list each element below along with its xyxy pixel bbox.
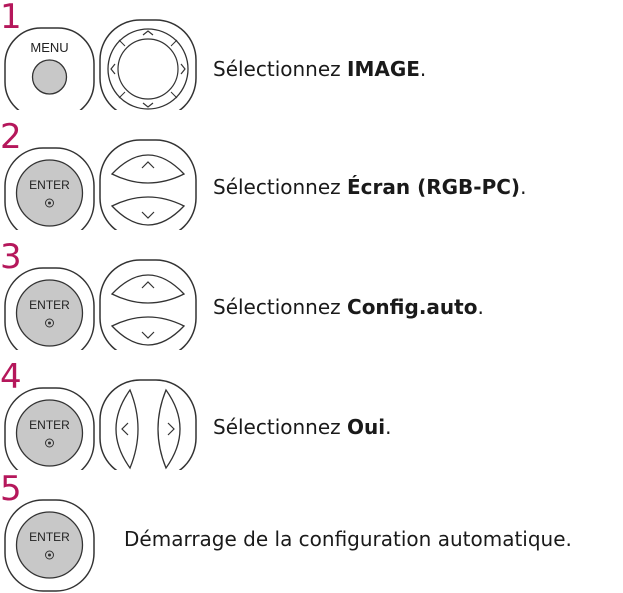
left-arrow-icon [121, 422, 129, 436]
step-3-remote-buttons: ENTER [4, 259, 197, 350]
step-2-remote-buttons: ENTER [4, 139, 197, 230]
up-arrow-icon [142, 30, 154, 36]
enter-dot-icon [45, 438, 54, 448]
enter-button[interactable]: ENTER [4, 387, 95, 470]
menu-item-name: Oui [347, 415, 386, 439]
instruction-prefix: Démarrage de la configuration automatiqu… [124, 527, 572, 551]
menu-button[interactable]: MENU [4, 27, 95, 110]
enter-button-label: ENTER [29, 418, 70, 432]
step-1-remote-buttons: MENU [4, 19, 197, 110]
step-2-instruction: Sélectionnez Écran (RGB-PC). [213, 175, 526, 199]
enter-button[interactable]: ENTER [4, 499, 95, 592]
enter-button[interactable]: ENTER [4, 147, 95, 230]
enter-button[interactable]: ENTER [4, 267, 95, 350]
instruction-suffix: . [520, 175, 527, 199]
step-5-remote-buttons: ENTER [4, 499, 95, 592]
step-number: 1 [0, 0, 22, 37]
four-way-nav-pad[interactable] [99, 19, 197, 110]
instruction-prefix: Sélectionnez [213, 295, 348, 319]
step-3-instruction: Sélectionnez Config.auto. [213, 295, 484, 319]
up-down-nav-pad[interactable] [99, 139, 197, 230]
down-arrow-icon [142, 102, 154, 108]
left-arrow-icon [110, 63, 116, 75]
step-1: MENU 1 Sélectionnez IMAGE. [0, 0, 623, 110]
menu-item-name: Config.auto [347, 295, 478, 319]
enter-dot-icon [45, 318, 54, 328]
instruction-prefix: Sélectionnez [213, 415, 348, 439]
menu-item-name: Écran (RGB-PC) [347, 175, 521, 199]
step-5: ENTER 5 Démarrage de la configuration au… [0, 469, 623, 592]
instruction-suffix: . [477, 295, 484, 319]
step-4: ENTER 4 Sélectionnez Oui. [0, 360, 623, 470]
step-4-instruction: Sélectionnez Oui. [213, 415, 391, 439]
menu-button-label: MENU [30, 40, 68, 55]
instruction-prefix: Sélectionnez [213, 175, 348, 199]
step-number: 2 [0, 117, 22, 157]
instruction-suffix: . [419, 57, 427, 81]
up-down-nav-pad[interactable] [99, 259, 197, 350]
left-right-nav-pad[interactable] [99, 379, 197, 470]
step-3: ENTER 3 Sélectionnez Config.auto. [0, 240, 623, 350]
right-arrow-icon [180, 63, 186, 75]
enter-button-label: ENTER [29, 298, 70, 312]
enter-dot-icon [45, 198, 54, 208]
up-arrow-icon [141, 161, 155, 169]
up-arrow-icon [141, 281, 155, 289]
step-number: 5 [0, 469, 22, 509]
right-arrow-icon [167, 422, 175, 436]
step-1-instruction: Sélectionnez IMAGE. [213, 57, 426, 81]
enter-dot-icon [45, 550, 54, 560]
step-number: 3 [0, 237, 22, 277]
step-2: ENTER 2 Sélectionnez Écran (RGB-PC). [0, 120, 623, 230]
enter-button-label: ENTER [29, 530, 70, 544]
down-arrow-icon [141, 331, 155, 339]
enter-button-label: ENTER [29, 178, 70, 192]
instruction-prefix: Sélectionnez [213, 57, 348, 81]
menu-item-name: IMAGE [347, 57, 420, 81]
step-number: 4 [0, 357, 22, 397]
step-5-instruction: Démarrage de la configuration automatiqu… [124, 527, 572, 551]
instruction-suffix: . [385, 415, 392, 439]
step-4-remote-buttons: ENTER [4, 379, 197, 470]
down-arrow-icon [141, 211, 155, 219]
